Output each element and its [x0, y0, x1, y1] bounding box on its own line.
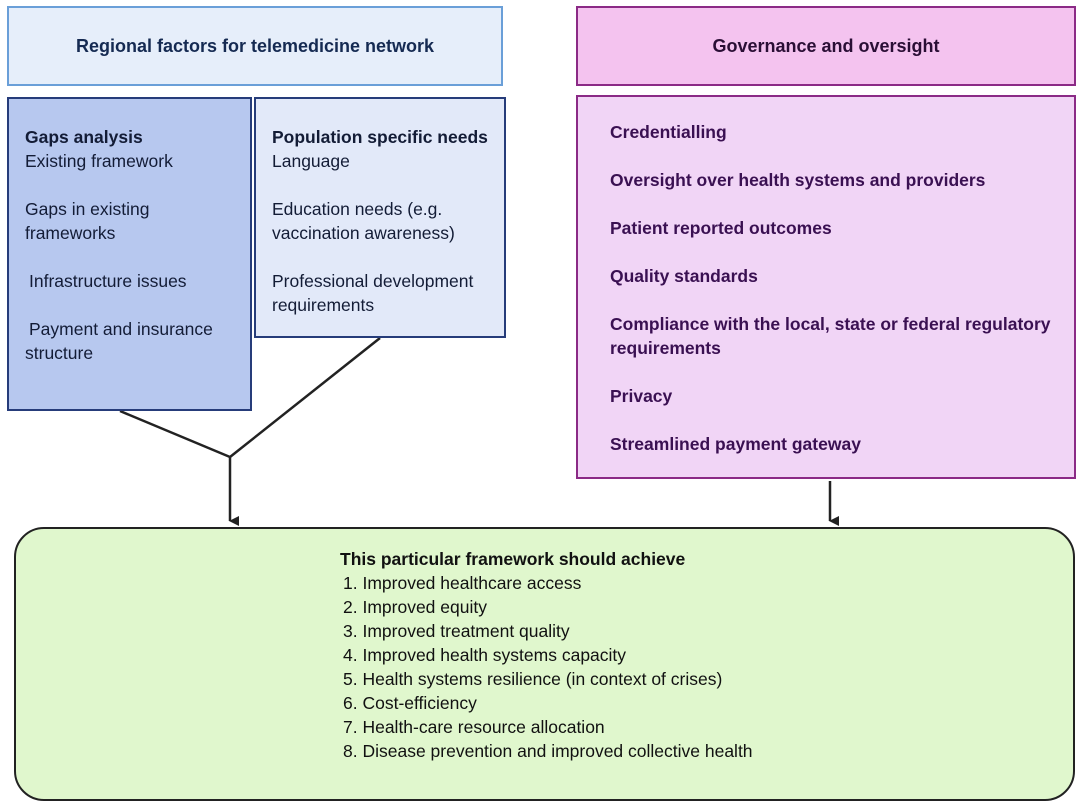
governance-item: Oversight over health systems and provid…: [610, 170, 986, 190]
needs-item: Professional development: [272, 271, 474, 291]
regional-factors-title: Regional factors for telemedicine networ…: [75, 35, 435, 56]
gaps-item: frameworks: [25, 223, 116, 243]
governance-item: Compliance with the local, state or fede…: [610, 314, 1051, 358]
needs-item: Language: [272, 151, 350, 171]
governance-item: Credentialling: [610, 122, 727, 142]
outcome-item: 6. Cost-efficiency: [343, 693, 477, 713]
outcome-item: 1. Improved healthcare access: [343, 573, 582, 593]
governance-title: Governance and oversight: [712, 35, 940, 56]
governance-item: Quality standards: [610, 266, 758, 286]
population-needs-heading: Population specific needs: [272, 127, 488, 147]
outcome-item: 3. Improved treatment quality: [343, 621, 570, 641]
outcome-item: 7. Health-care resource allocation: [343, 717, 605, 737]
framework-outcomes-box: This particular framework should achieve…: [14, 527, 1075, 801]
gaps-item: Existing framework: [25, 151, 173, 171]
gaps-item: structure: [25, 343, 94, 363]
needs-item: requirements: [272, 295, 375, 315]
governance-list-box: Credentialling Oversight over health sys…: [576, 95, 1076, 479]
gaps-item: Gaps in existing: [25, 199, 150, 219]
governance-item: Patient reported outcomes: [610, 218, 832, 238]
gaps-item: Infrastructure issues: [29, 271, 187, 291]
connector-gaps-to-junction: [119, 409, 231, 459]
governance-item: Privacy: [610, 386, 673, 406]
population-needs-box: Population specific needs Language Educa…: [254, 97, 506, 338]
gaps-analysis-box: Gaps analysis Existing framework Gaps in…: [7, 97, 252, 411]
needs-item: vaccination awareness): [272, 223, 455, 243]
outcome-item: 4. Improved health systems capacity: [343, 645, 627, 665]
needs-item: Education needs (e.g.: [272, 199, 443, 219]
governance-item: Streamlined payment gateway: [610, 434, 861, 454]
connector-needs-to-junction: [229, 337, 381, 458]
outcome-item: 2. Improved equity: [343, 597, 487, 617]
gaps-analysis-heading: Gaps analysis: [25, 127, 143, 147]
outcome-item: 8. Disease prevention and improved colle…: [343, 741, 753, 761]
outcomes-heading: This particular framework should achieve: [340, 549, 686, 569]
regional-factors-header: Regional factors for telemedicine networ…: [7, 6, 503, 86]
gaps-item: Payment and insurance: [29, 319, 213, 339]
governance-header: Governance and oversight: [576, 6, 1076, 86]
outcome-item: 5. Health systems resilience (in context…: [343, 669, 723, 689]
